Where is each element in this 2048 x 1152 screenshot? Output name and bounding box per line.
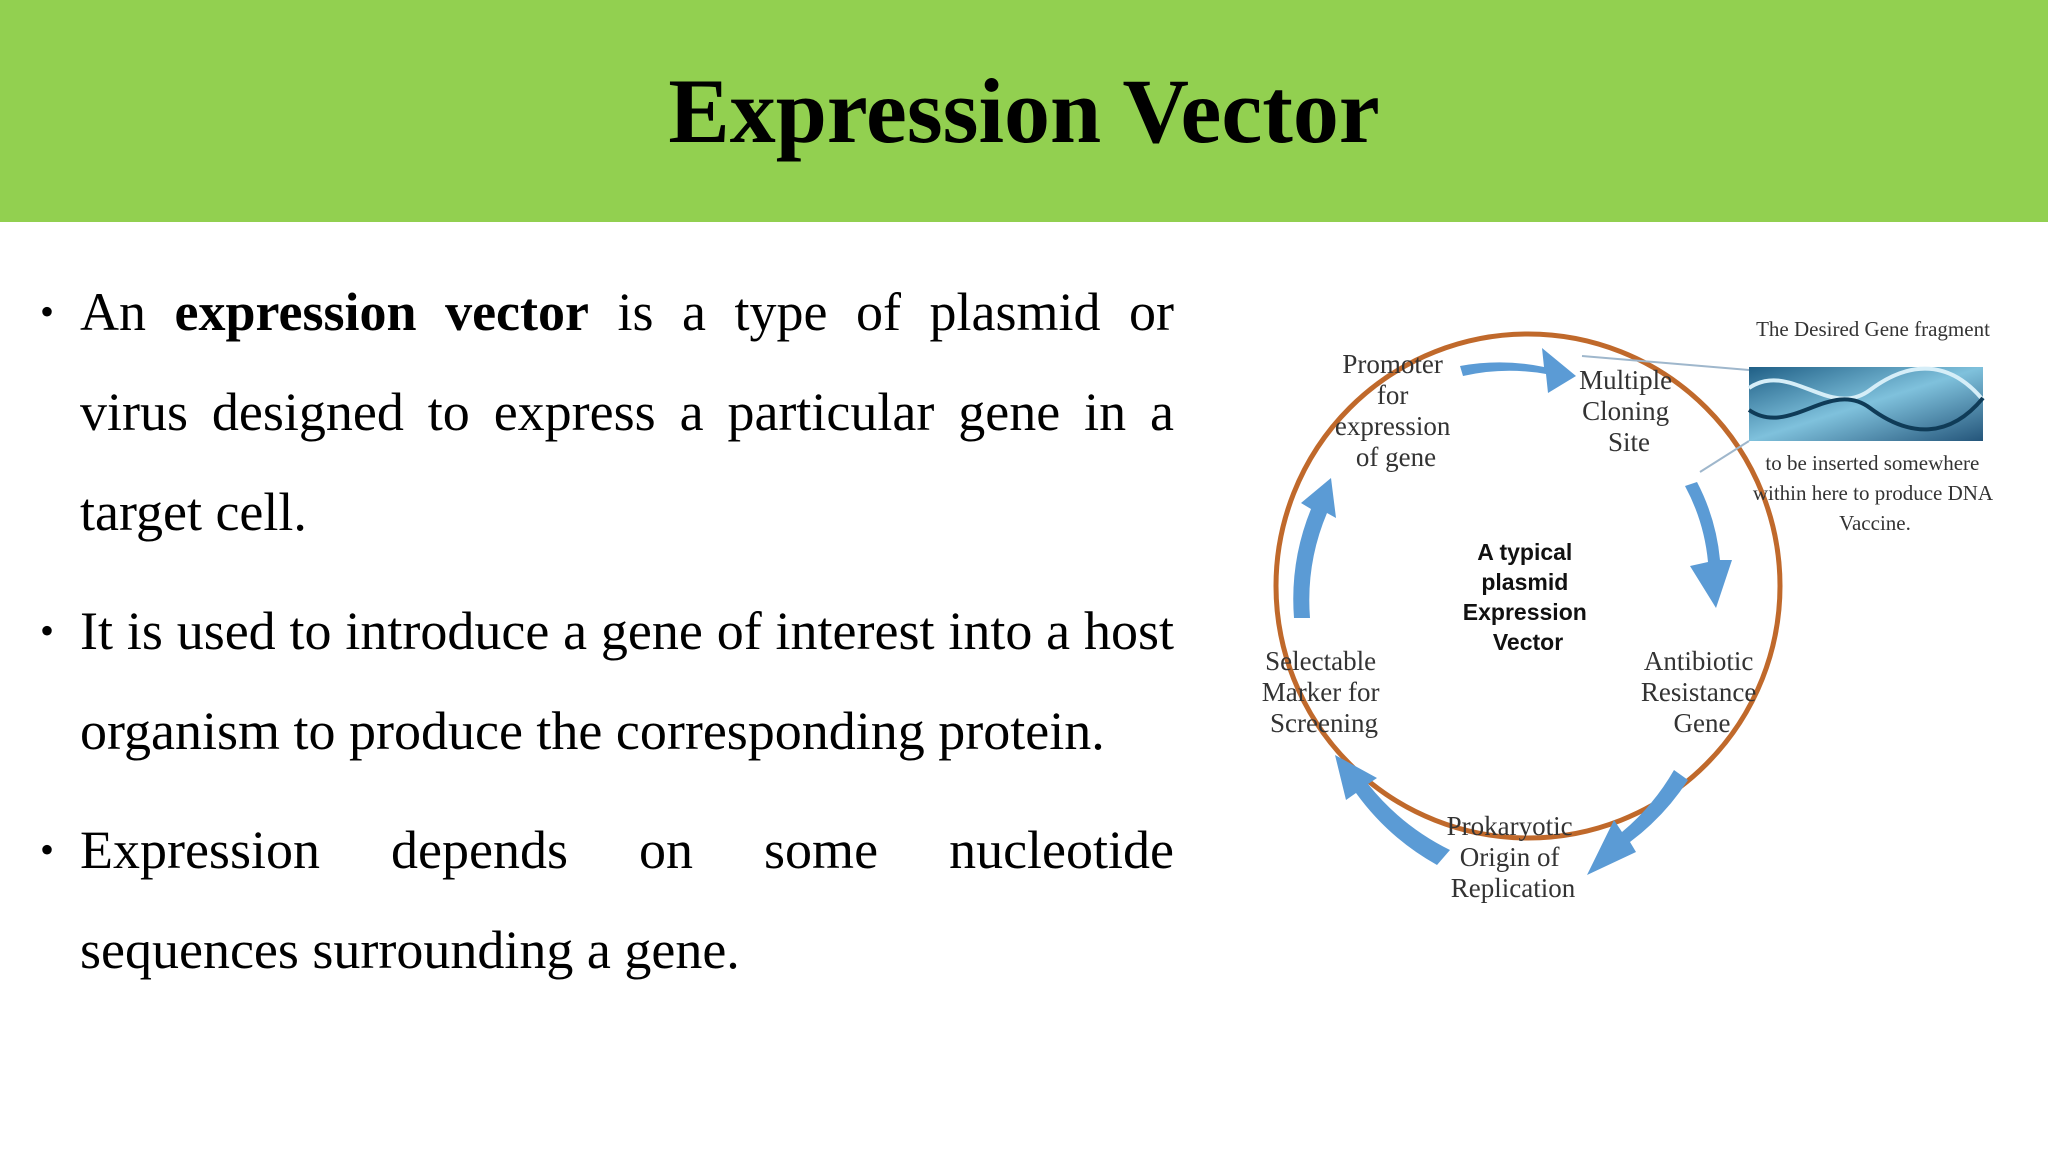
bullet-item: • Expression depends on some nucleotide …	[40, 800, 1174, 1000]
pointer-line-top	[1581, 355, 1750, 371]
center-label: A typical plasmid Expression Vector	[1463, 539, 1593, 655]
plasmid-ring	[1273, 331, 1783, 841]
bullet-text-bold: expression vector	[174, 282, 589, 342]
bullet-text: It is used to introduce a gene of intere…	[80, 601, 1174, 761]
gene-fragment-note: to be inserted somewhere within here to …	[1753, 451, 1997, 535]
arrow-left	[1293, 478, 1336, 618]
cloning-site-label: Multiple Cloning Site	[1579, 365, 1679, 457]
bullet-dot-icon: •	[40, 827, 55, 872]
bullet-dot-icon: •	[40, 289, 55, 334]
arrow-bottom-right	[1587, 770, 1688, 875]
title-bar	[0, 0, 2048, 222]
dna-image	[1747, 366, 1985, 441]
antibiotic-resistance-label: Antibiotic Resistance Gene	[1641, 646, 1763, 738]
bullet-dot-icon: •	[40, 608, 55, 653]
arrow-bottom-left	[1335, 755, 1450, 865]
pointer-line-bottom	[1699, 440, 1750, 473]
arrow-right	[1685, 482, 1732, 608]
selectable-marker-label: Selectable Marker for Screening	[1262, 646, 1386, 738]
slide-title: Expression Vector	[668, 60, 1380, 162]
bullet-text-pre: An	[80, 282, 175, 342]
gene-fragment-title: The Desired Gene fragment	[1756, 317, 1990, 341]
bullet-list: • An expression vector is a type of plas…	[40, 262, 1174, 1019]
origin-label: Prokaryotic Origin of Replication	[1447, 811, 1580, 903]
plasmid-diagram: A typical plasmid Expression Vector Prom…	[1262, 317, 1997, 903]
bullet-item: • An expression vector is a type of plas…	[40, 262, 1174, 562]
arrow-top	[1460, 348, 1576, 393]
bullet-item: • It is used to introduce a gene of inte…	[40, 581, 1174, 781]
bullet-text: Expression depends on some nucleotide se…	[80, 820, 1174, 980]
promoter-label: Promoter for expression of gene	[1335, 349, 1457, 472]
bullet-text-post: is a type of plasmid or virus designed t…	[80, 282, 1174, 542]
